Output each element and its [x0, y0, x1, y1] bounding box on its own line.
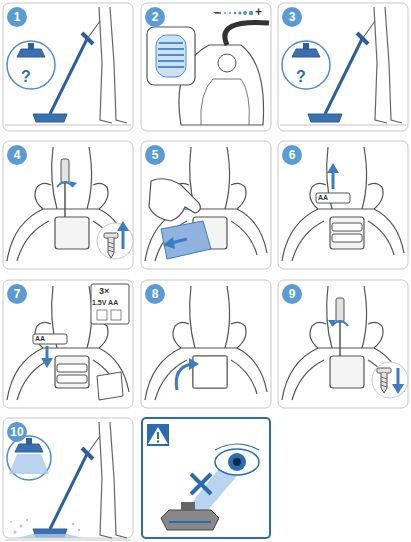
- warning-art: [142, 418, 270, 538]
- step-1-art: [5, 7, 131, 125]
- step-number: 5: [145, 145, 165, 165]
- step-number: 4: [7, 145, 27, 165]
- step-number-text: 8: [152, 288, 159, 300]
- step-number: 1: [7, 7, 27, 27]
- figure-label: ?: [21, 69, 31, 85]
- step-number-text: 3: [289, 11, 296, 23]
- panel-frames: [3, 3, 408, 538]
- step-4-art: [7, 147, 133, 261]
- step-number-text: 1: [14, 11, 21, 23]
- step-number: 8: [145, 284, 165, 304]
- step-10-art: [5, 422, 131, 540]
- step-3-art: [280, 7, 406, 125]
- step-number-text: 9: [289, 288, 296, 300]
- figure-label: −: [213, 7, 219, 18]
- figure-label: 3×: [99, 287, 109, 296]
- step-number: 3: [282, 7, 302, 27]
- step-number-text: 5: [152, 149, 159, 161]
- step-number: 6: [282, 145, 302, 165]
- step-9-art: [282, 286, 408, 400]
- figure-label: AA: [318, 194, 328, 201]
- step-number: 2: [145, 7, 165, 27]
- step-8-art: [145, 286, 267, 400]
- step-2-art: [147, 11, 269, 125]
- step-number: 9: [282, 284, 302, 304]
- step-number-text: 10: [10, 426, 23, 438]
- step-number: 10: [7, 422, 27, 442]
- step-6-art: [282, 147, 404, 261]
- figure-label: +: [255, 6, 262, 18]
- figure-label: AA: [35, 335, 45, 342]
- step-number: 7: [7, 284, 27, 304]
- figure-label: 1.5V AA: [92, 299, 118, 306]
- step-number-text: 4: [14, 149, 21, 161]
- step-number-text: 2: [152, 11, 159, 23]
- step-number-text: 6: [289, 149, 296, 161]
- step-7-art: [7, 284, 129, 400]
- step-number-text: 7: [14, 288, 21, 300]
- figure-label: ?: [296, 69, 306, 85]
- step-5-art: [145, 147, 267, 261]
